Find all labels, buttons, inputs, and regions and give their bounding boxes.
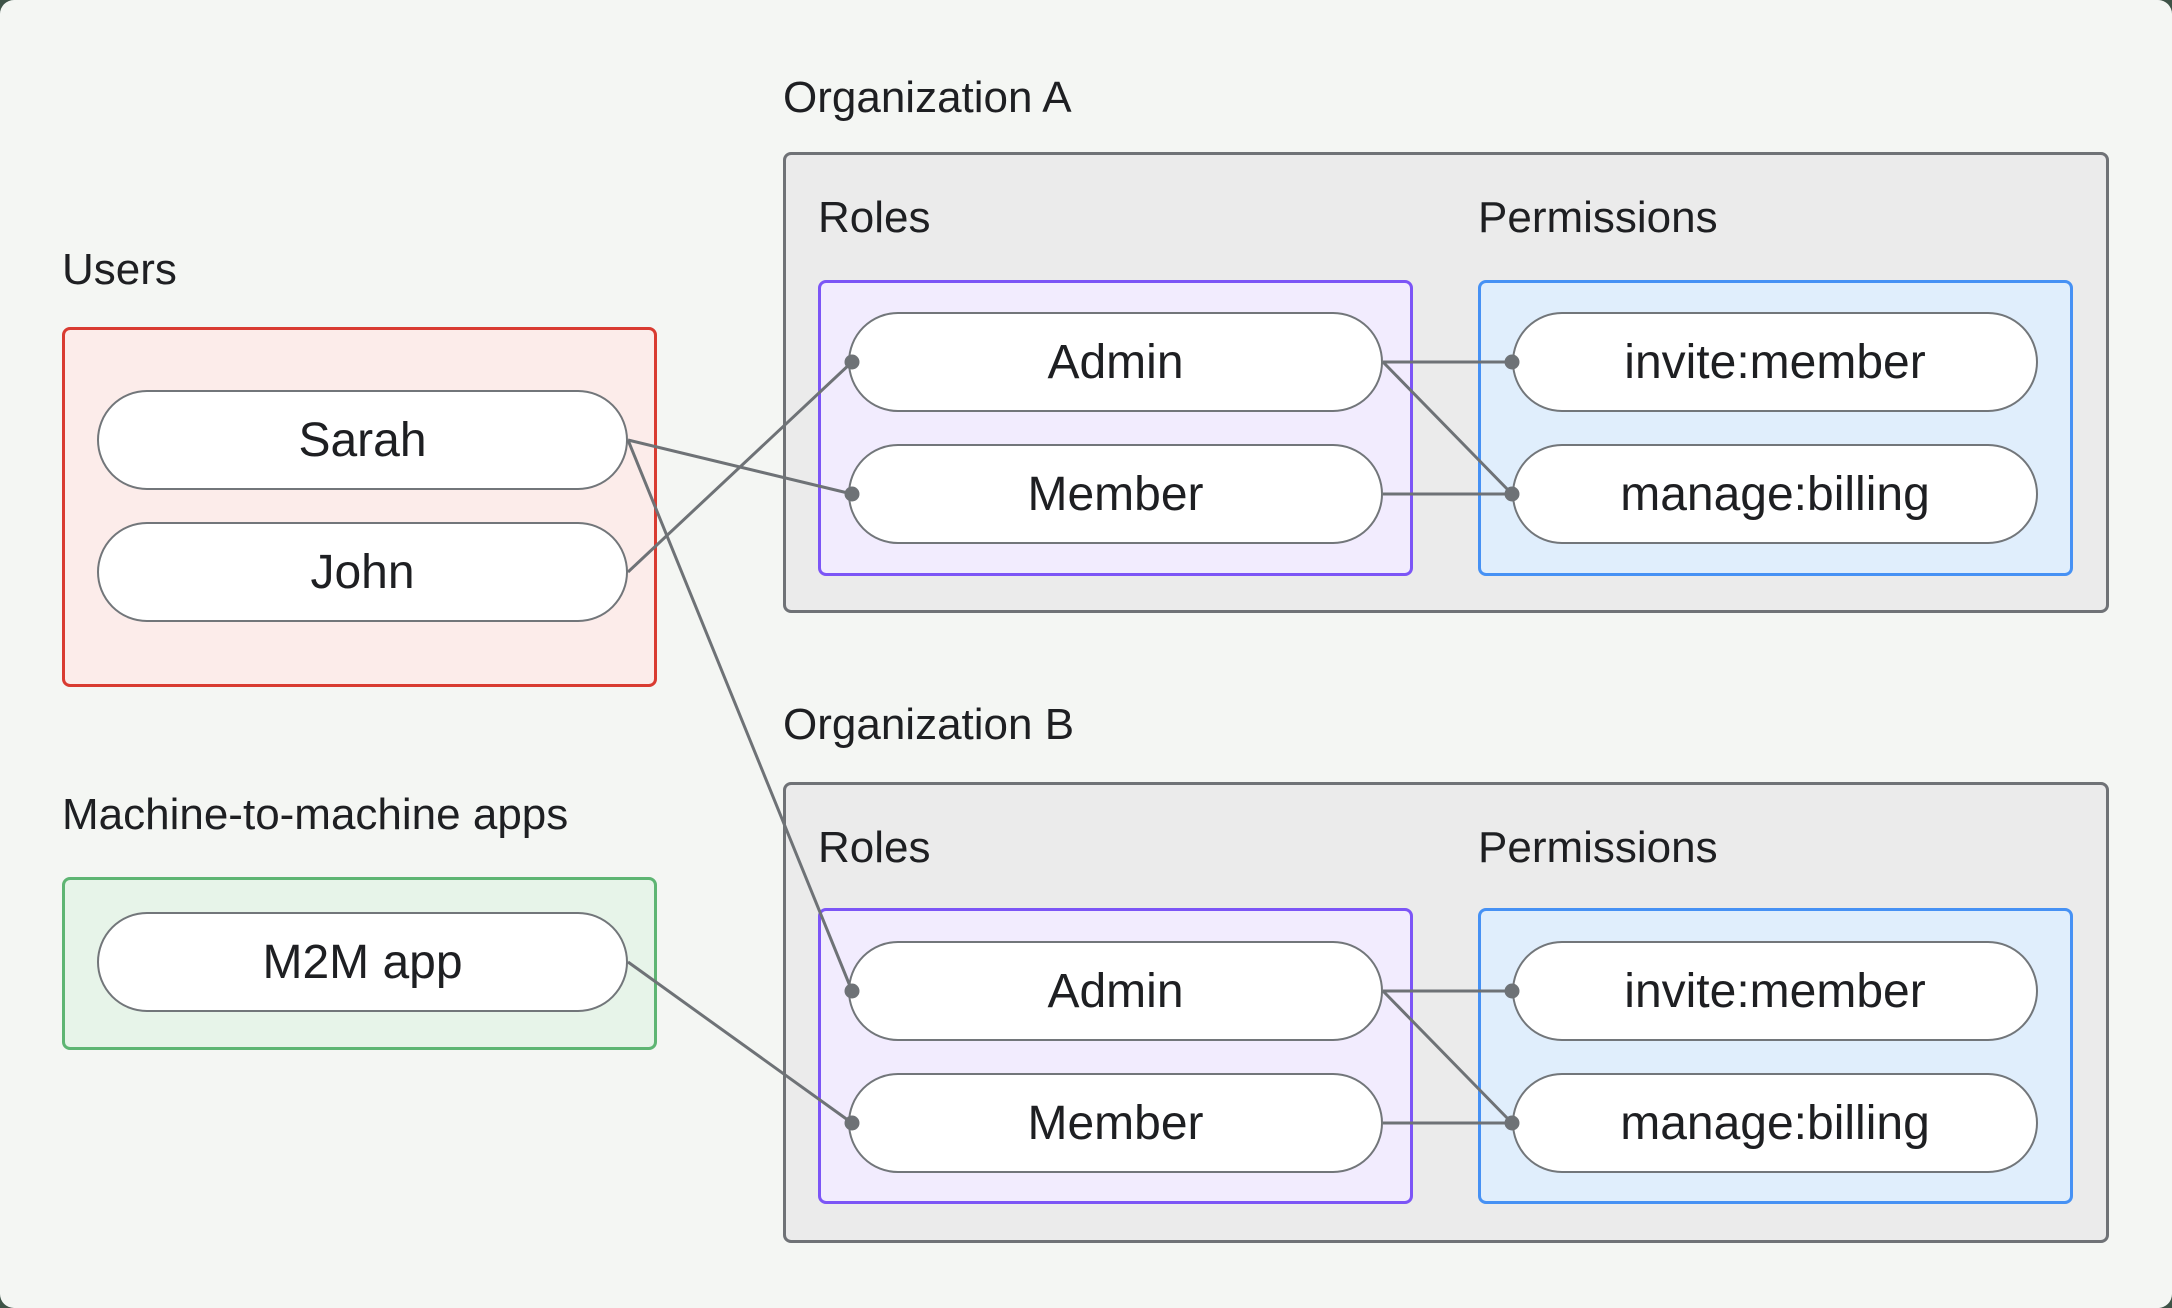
org-b-roles-label: Roles (818, 823, 931, 872)
permission-node-label: invite:member (1624, 964, 1926, 1018)
org-a-permission-invite-member: invite:member (1512, 312, 2038, 412)
org-b-permission-invite-member: invite:member (1512, 941, 2038, 1041)
org-b-permission-manage-billing: manage:billing (1512, 1073, 2038, 1173)
user-node-label: Sarah (298, 413, 427, 467)
org-a-role-member: Member (848, 444, 1383, 544)
org-b-label: Organization B (783, 700, 1075, 749)
org-a-permission-manage-billing: manage:billing (1512, 444, 2038, 544)
permission-node-label: manage:billing (1620, 1096, 1930, 1150)
user-node-sarah: Sarah (97, 390, 628, 490)
role-node-label: Member (1027, 467, 1204, 521)
m2m-group-label: Machine-to-machine apps (62, 790, 569, 839)
org-b-role-member: Member (848, 1073, 1383, 1173)
m2m-app-node-label: M2M app (262, 935, 463, 989)
users-group-label: Users (62, 245, 177, 294)
role-node-label: Admin (1047, 964, 1184, 1018)
org-a-roles-label: Roles (818, 193, 931, 242)
user-node-john: John (97, 522, 628, 622)
org-a-role-admin: Admin (848, 312, 1383, 412)
role-node-label: Admin (1047, 335, 1184, 389)
m2m-app-node: M2M app (97, 912, 628, 1012)
permission-node-label: manage:billing (1620, 467, 1930, 521)
org-a-permissions-label: Permissions (1478, 193, 1718, 242)
org-a-label: Organization A (783, 73, 1072, 122)
users-group-box (62, 327, 657, 687)
permission-node-label: invite:member (1624, 335, 1926, 389)
user-node-label: John (310, 545, 415, 599)
role-node-label: Member (1027, 1096, 1204, 1150)
org-b-permissions-label: Permissions (1478, 823, 1718, 872)
org-b-role-admin: Admin (848, 941, 1383, 1041)
